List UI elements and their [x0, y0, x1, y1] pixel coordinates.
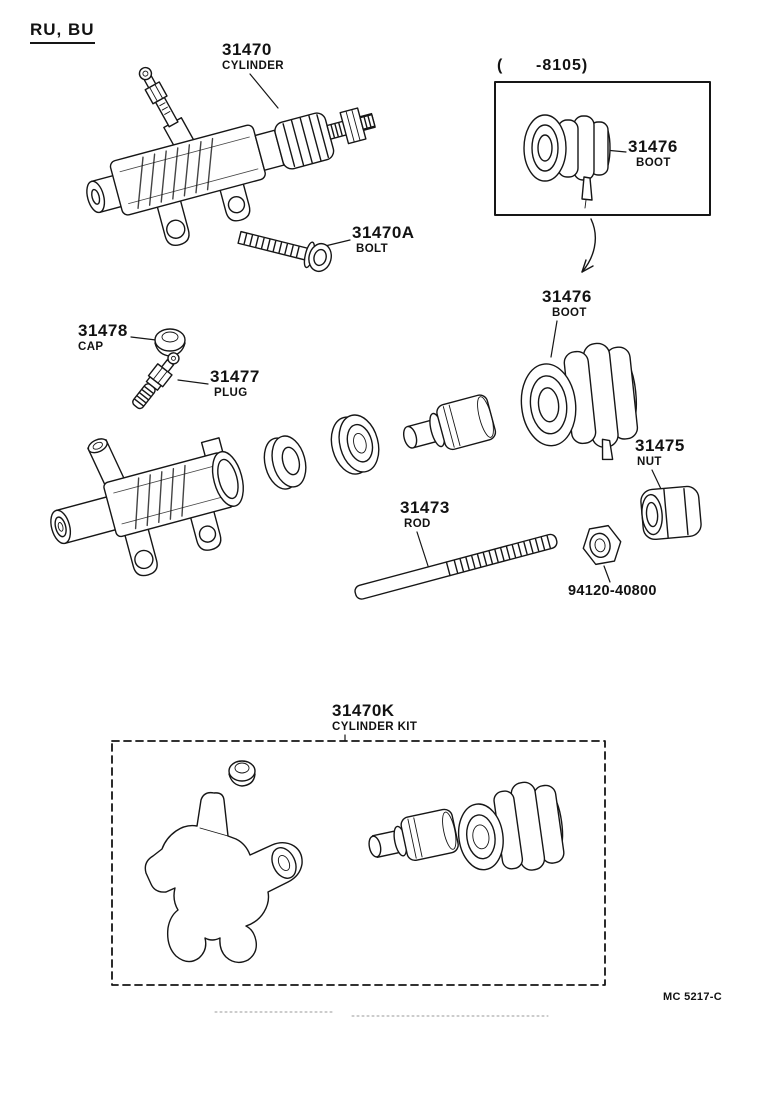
part-name-boot-inset: BOOT	[636, 157, 671, 169]
rod-threads	[453, 535, 551, 574]
label-cap: 31478 CAP	[78, 321, 128, 353]
footer-doc-code: MC 5217-C	[663, 991, 722, 1003]
part-number-boot: 31476	[542, 287, 592, 306]
part-name-cylinder-kit: CYLINDER KIT	[332, 721, 418, 733]
plug-drawing	[132, 352, 180, 410]
label-cylinder: 31470 CYLINDER	[222, 40, 284, 72]
label-boot: 31476 BOOT	[542, 287, 592, 319]
cylinder-body-hatching	[134, 464, 186, 530]
part-name-cylinder: CYLINDER	[222, 60, 284, 72]
label-nut: 31475 NUT	[635, 436, 685, 468]
part-number-rod: 31473	[400, 498, 450, 517]
cylinder-kit-box	[111, 740, 606, 986]
leader-lines	[130, 73, 662, 742]
bolt-drawing	[237, 230, 332, 273]
kit-piston-drawing	[368, 808, 459, 862]
leader-boot	[550, 320, 558, 358]
bolt-threads	[243, 233, 300, 258]
part-name-nut: NUT	[637, 456, 662, 468]
leader-lock-nut	[603, 565, 611, 583]
boot-drawing	[520, 342, 639, 461]
boot-inset-drawing	[523, 114, 611, 209]
inset-box-frame	[494, 81, 711, 216]
part-number-boot-inset: 31476	[628, 137, 678, 156]
cylinder-bleeder-fitting	[138, 66, 195, 151]
label-boot-inset: 31476 BOOT	[628, 137, 678, 169]
nut-drawing	[640, 485, 702, 541]
plug-threads	[134, 386, 154, 407]
part-name-boot: BOOT	[552, 307, 587, 319]
leader-nut	[651, 469, 662, 490]
part-name-cap: CAP	[78, 341, 104, 353]
part-name-bolt: BOLT	[356, 243, 389, 255]
cylinder-body-drawing	[50, 437, 244, 577]
header-model-code: RU, BU	[30, 20, 95, 44]
part-number-cylinder-kit: 31470K	[332, 701, 395, 720]
label-cylinder-kit: 31470K CYLINDER KIT	[332, 701, 417, 733]
part-number-plug: 31477	[210, 367, 260, 386]
leader-rod	[416, 531, 430, 570]
label-lock-nut: 94120-40800	[568, 583, 657, 599]
seal-cup-drawing	[263, 435, 307, 490]
part-name-rod: ROD	[404, 518, 431, 530]
part-number-nut: 31475	[635, 436, 685, 455]
label-bolt: 31470A BOLT	[352, 223, 415, 255]
label-plug: 31477 PLUG	[210, 367, 260, 399]
leader-cylinder	[249, 73, 279, 109]
kit-cap-drawing	[228, 760, 256, 787]
kit-cylinder-outline-drawing	[144, 791, 303, 964]
page-bottom-marks	[214, 1011, 549, 1017]
leader-cap	[130, 336, 157, 341]
cylinder-drawing	[86, 66, 376, 247]
lock-nut-drawing	[582, 524, 622, 566]
part-name-plug: PLUG	[214, 387, 248, 399]
seal-ring-drawing	[330, 414, 380, 475]
pushrod-threads	[330, 115, 372, 138]
inset-date-range: ( -8105)	[497, 57, 589, 74]
piston-drawing	[402, 394, 497, 451]
label-rod: 31473 ROD	[400, 498, 450, 530]
rod-drawing	[354, 533, 558, 600]
leader-plug	[177, 379, 209, 385]
kit-boot-drawing	[457, 781, 565, 871]
cap-drawing	[154, 328, 186, 357]
part-number-bolt: 31470A	[352, 223, 415, 242]
part-number-lock-nut: 94120-40800	[568, 583, 657, 599]
cylinder-hatching	[137, 137, 214, 209]
part-number-cap: 31478	[78, 321, 128, 340]
part-number-cylinder: 31470	[222, 40, 272, 59]
inset-arrow	[581, 218, 596, 273]
